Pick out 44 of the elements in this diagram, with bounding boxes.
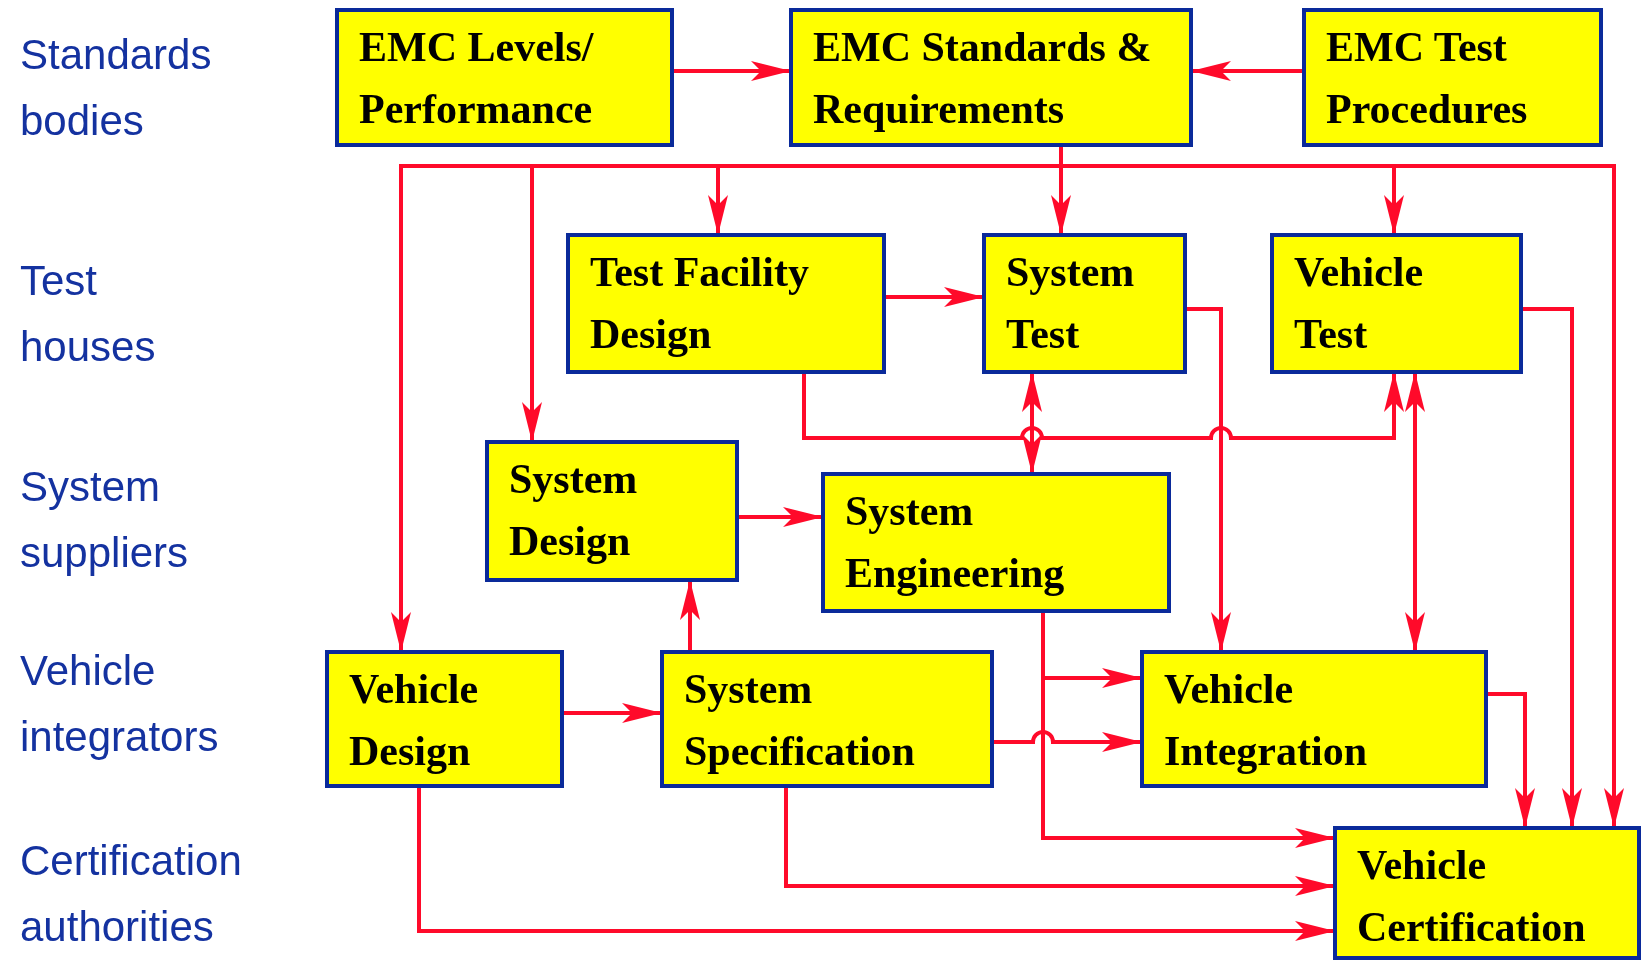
- box-label: System Test: [1006, 248, 1136, 359]
- process-box: [1302, 8, 1603, 147]
- process-box: [982, 233, 1187, 374]
- row-label: Vehicle integrators: [20, 646, 220, 762]
- process-box: [821, 472, 1171, 613]
- arrow: [886, 287, 984, 307]
- arrow: [564, 703, 662, 723]
- row-label: Certification authorities: [20, 836, 243, 952]
- box-label: Vehicle Test: [1294, 248, 1425, 359]
- arrow: [1488, 692, 1535, 828]
- box-label: System Specification: [684, 665, 916, 776]
- box-label: Vehicle Certification: [1357, 841, 1587, 952]
- row-label: System suppliers: [20, 462, 190, 578]
- process-box: [1333, 826, 1641, 960]
- box-label: System Design: [509, 455, 639, 566]
- row-label: Test houses: [20, 256, 157, 372]
- arrow: [1523, 307, 1582, 828]
- process-box: [1270, 233, 1523, 374]
- box-label: EMC Standards & Requirements: [813, 23, 1153, 134]
- arrow: [1187, 307, 1231, 652]
- arrow: [674, 61, 791, 81]
- process-box: [1140, 650, 1488, 788]
- arrow: [1041, 613, 1335, 848]
- arrow: [1405, 372, 1425, 652]
- process-box: [566, 233, 886, 374]
- process-box: [789, 8, 1193, 147]
- box-label: Vehicle Integration: [1164, 665, 1368, 776]
- box-label: EMC Levels/ Performance: [359, 23, 595, 134]
- process-box: [325, 650, 564, 788]
- process-box: [485, 440, 739, 582]
- arrow: [802, 372, 1404, 440]
- arrow: [784, 788, 1335, 896]
- process-box: [660, 650, 994, 788]
- arrow: [994, 730, 1142, 752]
- process-box: [335, 8, 674, 147]
- box-label: System Engineering: [845, 487, 1066, 598]
- box-label: EMC Test Procedures: [1326, 23, 1529, 134]
- box-label: Test Facility Design: [590, 248, 810, 359]
- arrow: [680, 580, 700, 650]
- arrow: [1022, 372, 1042, 474]
- arrow: [739, 507, 823, 527]
- arrow: [417, 788, 1335, 941]
- box-label: Vehicle Design: [349, 665, 480, 776]
- row-label: Standards bodies: [20, 30, 213, 146]
